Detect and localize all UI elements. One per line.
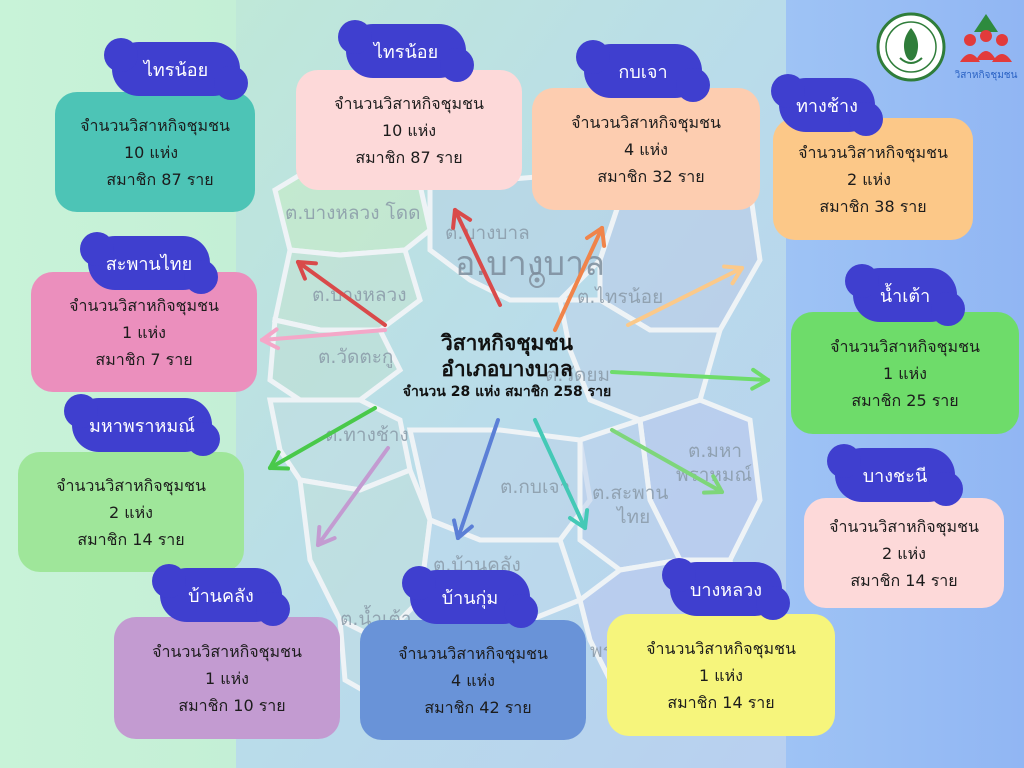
card-bankum: จำนวนวิสาหกิจชุมชน 4 แห่ง สมาชิก 42 ราย [360, 620, 586, 740]
map-label-thangchang: ต.ทางช้าง [325, 424, 409, 446]
card-line3: สมาชิก 38 ราย [819, 196, 927, 216]
card-sainoi-2: จำนวนวิสาหกิจชุมชน 10 แห่ง สมาชิก 87 ราย [296, 70, 522, 190]
agriculture-seal-icon [876, 12, 946, 82]
tag-mahaphram: มหาพราหมณ์ [64, 394, 220, 456]
arrow-1 [296, 260, 387, 327]
arrow-6 [268, 406, 377, 471]
card-sainoi-1: จำนวนวิสาหกิจชุมชน 10 แห่ง สมาชิก 87 ราย [55, 92, 255, 212]
arrow-7 [316, 446, 390, 547]
tag-label: บ้านคลัง [188, 585, 254, 607]
card-saphanthai: จำนวนวิสาหกิจชุมชน 1 แห่ง สมาชิก 7 ราย [31, 272, 257, 392]
tag-label: น้ำเต้า [879, 285, 931, 307]
card-line1: จำนวนวิสาหกิจชุมชน [829, 516, 979, 536]
card-line3: สมาชิก 10 ราย [178, 695, 286, 715]
tag-label: บ้านกุ่ม [441, 587, 499, 609]
map-label-sainoi: ต.ไทรน้อย [577, 286, 664, 308]
card-thangchang: จำนวนวิสาหกิจชุมชน 2 แห่ง สมาชิก 38 ราย [773, 118, 973, 240]
card-bangchani: จำนวนวิสาหกิจชุมชน 2 แห่ง สมาชิก 14 ราย [804, 498, 1004, 608]
card-line2: 2 แห่ง [882, 543, 926, 563]
tag-thangchang: ทางช้าง [771, 74, 883, 136]
card-line2: 2 แห่ง [109, 502, 153, 522]
card-namtao: จำนวนวิสาหกิจชุมชน 1 แห่ง สมาชิก 25 ราย [791, 312, 1019, 434]
card-line1: จำนวนวิสาหกิจชุมชน [646, 638, 796, 658]
map-label-kobchao: ต.กบเจา [500, 476, 571, 498]
map-label-thai: ไทย [617, 506, 651, 528]
arrow-9 [533, 418, 590, 530]
card-line3: สมาชิก 14 ราย [77, 529, 185, 549]
tag-label: กบเจา [618, 61, 668, 83]
tag-saphanthai: สะพานไทย [80, 232, 218, 294]
card-bangluang: จำนวนวิสาหกิจชุมชน 1 แห่ง สมาชิก 14 ราย [607, 614, 835, 736]
card-mahaphram: จำนวนวิสาหกิจชุมชน 2 แห่ง สมาชิก 14 ราย [18, 452, 244, 572]
card-line2: 1 แห่ง [205, 668, 249, 688]
card-line3: สมาชิก 7 ราย [95, 349, 193, 369]
arrow-5 [610, 367, 770, 391]
tag-bangchani: บางชะนี [827, 444, 963, 506]
card-line3: สมาชิก 87 ราย [355, 147, 463, 167]
card-line1: จำนวนวิสาหกิจชุมชน [830, 336, 980, 356]
map-label-bangban: ต.บางบาล [445, 222, 530, 244]
card-line2: 4 แห่ง [451, 670, 495, 690]
tag-bangluang: บางหลวง [662, 558, 790, 620]
center-title: วิสาหกิจชุมชน อำเภอบางบาล จำนวน 28 แห่ง … [372, 330, 642, 402]
card-line1: จำนวนวิสาหกิจชุมชน [571, 112, 721, 132]
map-label-wattaku: ต.วัดตะกู [318, 346, 394, 368]
tag-label: ทางช้าง [796, 95, 858, 117]
map-label-bangluang-dot: ต.บางหลวง โดด [285, 202, 421, 224]
tag-label: บางชะนี [862, 465, 928, 487]
tag-kobchao: กบเจา [576, 40, 710, 102]
center-summary: จำนวน 28 แห่ง สมาชิก 258 ราย [402, 384, 612, 400]
card-line2: 10 แห่ง [381, 120, 437, 140]
card-line1: จำนวนวิสาหกิจชุมชน [69, 295, 219, 315]
center-title-line2: อำเภอบางบาล [441, 357, 573, 381]
card-line1: จำนวนวิสาหกิจชุมชน [334, 93, 484, 113]
arrow-8 [452, 418, 500, 540]
card-bankhlang: จำนวนวิสาหกิจชุมชน 1 แห่ง สมาชิก 10 ราย [114, 617, 340, 739]
community-enterprise-logo-icon [960, 14, 1012, 62]
card-line3: สมาชิก 32 ราย [597, 166, 705, 186]
tag-label: ไทรน้อย [143, 59, 209, 81]
arrow-3 [626, 264, 744, 327]
arrow-10 [610, 428, 724, 495]
card-line3: สมาชิก 42 ราย [424, 697, 532, 717]
tag-sainoi-1: ไทรน้อย [104, 38, 248, 100]
card-line2: 1 แห่ง [883, 363, 927, 383]
card-line2: 10 แห่ง [123, 142, 179, 162]
card-line3: สมาชิก 14 ราย [667, 692, 775, 712]
map-label-yom: ต.วัดยม [545, 364, 611, 386]
tag-label: ไทรน้อย [373, 41, 439, 63]
card-line1: จำนวนวิสาหกิจชุมชน [398, 643, 548, 663]
card-line3: สมาชิก 87 ราย [106, 169, 214, 189]
tag-label: มหาพราหมณ์ [89, 415, 195, 437]
arrow-0 [451, 208, 502, 307]
map-label-saphan: ต.สะพาน [592, 482, 669, 504]
card-line2: 1 แห่ง [699, 665, 743, 685]
map-label-maha: ต.มหา [688, 440, 743, 462]
card-line1: จำนวนวิสาหกิจชุมชน [80, 115, 230, 135]
tag-label: บางหลวง [689, 579, 763, 601]
card-line3: สมาชิก 25 ราย [851, 390, 959, 410]
tag-label: สะพานไทย [105, 253, 193, 275]
card-kobchao: จำนวนวิสาหกิจชุมชน 4 แห่ง สมาชิก 32 ราย [532, 88, 760, 210]
center-title-line1: วิสาหกิจชุมชน [441, 331, 573, 355]
card-line2: 2 แห่ง [847, 169, 891, 189]
card-line3: สมาชิก 14 ราย [850, 570, 958, 590]
tag-sainoi-2: ไทรน้อย [338, 20, 474, 82]
tag-bankhlang: บ้านคลัง [152, 564, 290, 626]
card-line1: จำนวนวิสาหกิจชุมชน [798, 142, 948, 162]
community-enterprise-logo-text: วิสาหกิจชุมชน [954, 70, 1018, 81]
card-line2: 1 แห่ง [122, 322, 166, 342]
card-line2: 4 แห่ง [624, 139, 668, 159]
arrow-4 [260, 327, 387, 351]
tag-namtao: น้ำเต้า [845, 264, 965, 326]
card-line1: จำนวนวิสาหกิจชุมชน [56, 475, 206, 495]
arrow-2 [553, 226, 607, 332]
tag-bankum: บ้านกุ่ม [402, 566, 538, 628]
card-line1: จำนวนวิสาหกิจชุมชน [152, 641, 302, 661]
